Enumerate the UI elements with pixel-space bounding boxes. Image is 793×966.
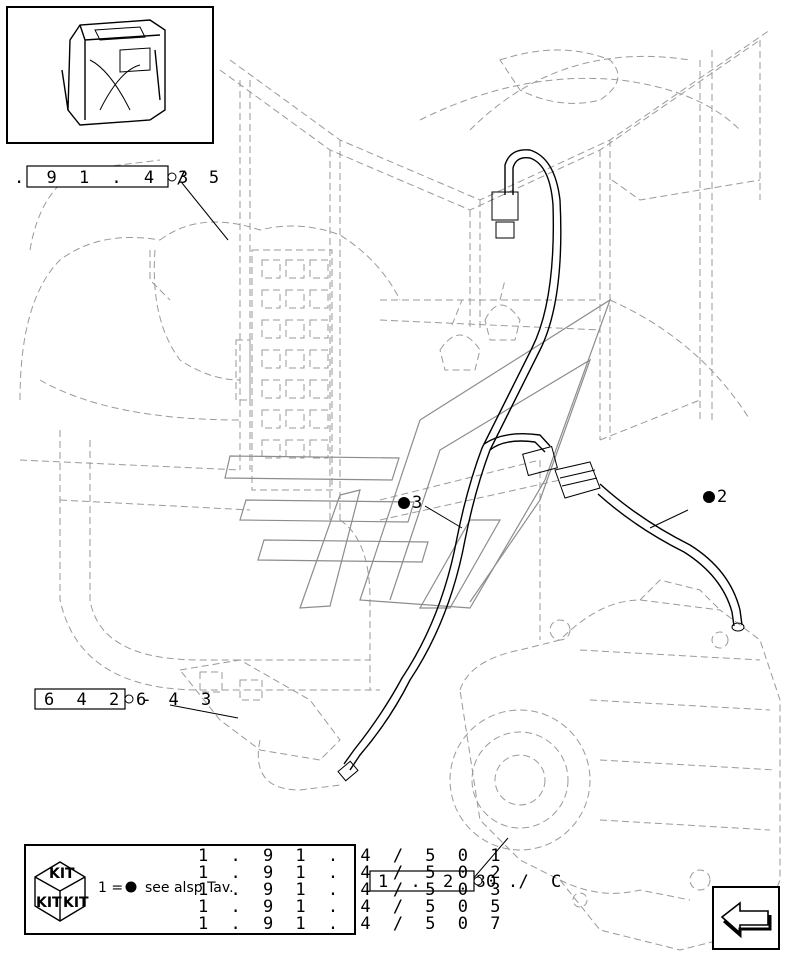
- ref-box-top: . 9 1 . 4 / 5 3: [14, 165, 225, 188]
- ref-mid-tail: 6 4 3: [136, 690, 217, 710]
- legend-ref-4: 1 . 9 1 . 4 / 5 0 5: [198, 897, 506, 917]
- kit-cube-icon: KIT KIT KIT: [34, 861, 89, 922]
- ref-right-text: 1 . 2 8 .: [378, 872, 524, 892]
- leader-lines: [169, 182, 689, 881]
- filled-dot-icon: [398, 497, 410, 509]
- filled-dot-icon: [703, 491, 715, 503]
- legend-see-also: see alsp Tav.: [145, 880, 234, 896]
- svg-text:KIT: KIT: [63, 895, 89, 911]
- filled-dot-icon: [125, 881, 137, 893]
- fuse-relay-box: [149, 221, 401, 491]
- callout-3-label: 3: [412, 493, 422, 513]
- kit-legend: KIT KIT KIT 1 = see alsp Tav. 1 . 9 1 . …: [24, 844, 506, 935]
- svg-text:KIT: KIT: [36, 895, 62, 911]
- callout-harness-3: 3: [398, 493, 422, 513]
- ref-top-callout: 3: [178, 168, 188, 188]
- legend-ref-5: 1 . 9 1 . 4 / 5 0 7: [198, 914, 506, 934]
- next-page-arrow-icon[interactable]: [712, 886, 780, 950]
- watermark-logo: [224, 298, 612, 609]
- svg-text:KIT: KIT: [49, 866, 75, 882]
- ref-box-middle: 6 4 2 - 6 4 3: [34, 688, 217, 710]
- ref-box-right: 1 . 2 8 . 0 / C: [369, 870, 567, 892]
- tractor-cab-thumbnail: [6, 6, 214, 144]
- callout-2-label: 2: [717, 487, 727, 507]
- callout-harness-2: 2: [703, 487, 727, 507]
- wire-harness-3: [337, 149, 562, 782]
- wire-harness-2: [554, 461, 745, 632]
- cab-structure-outline: [19, 29, 771, 691]
- ref-top-text: . 9 1 . 4 / 5: [14, 168, 225, 188]
- legend-ref-2: 1 . 9 1 . 4 / 5 0 2: [198, 863, 506, 883]
- legend-ref-1: 1 . 9 1 . 4 / 5 0 1: [198, 846, 506, 866]
- legend-ref-3: 1 . 9 1 . 4 / 5 0 3: [198, 880, 506, 900]
- ref-mid-text: 6 4 2 -: [44, 690, 158, 710]
- legend-equation: 1 =: [98, 880, 123, 896]
- switch-components: [439, 279, 521, 371]
- lower-connector-block: [179, 659, 341, 791]
- ref-right-tail: 0 / C: [486, 872, 567, 892]
